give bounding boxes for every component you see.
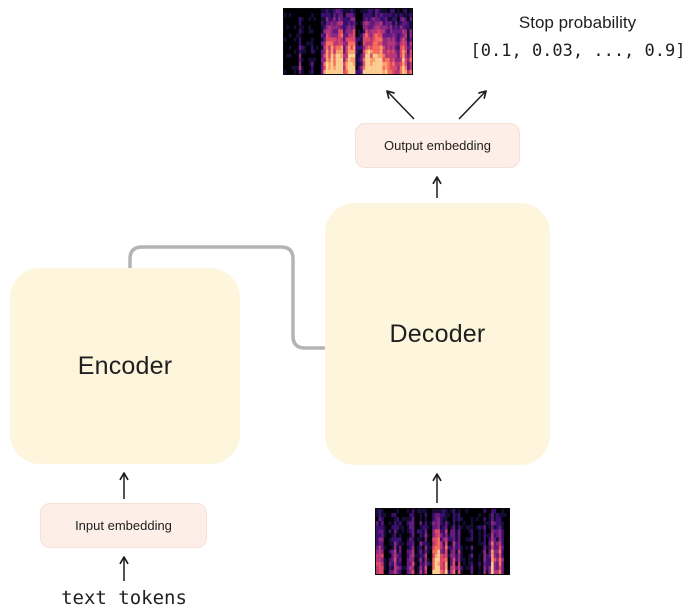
output-embedding-box: Output embedding <box>355 123 520 168</box>
output-embedding-label: Output embedding <box>384 138 491 153</box>
output-mel-spectrogram-image <box>283 8 413 75</box>
stop-probability-values: [0.1, 0.03, ..., 0.9] <box>470 41 686 61</box>
input-embedding-label: Input embedding <box>75 518 172 533</box>
stop-probability-title: Stop probability <box>518 13 637 32</box>
text-tokens-label: text tokens <box>61 587 187 609</box>
encoder-box: Encoder <box>10 268 240 464</box>
input-embedding-box: Input embedding <box>40 503 207 548</box>
input-mel-spectrogram-image <box>375 508 510 575</box>
mel-spectrogram-icon <box>376 509 509 574</box>
arrow-output-embedding-to-spectrogram <box>386 90 415 120</box>
encoder-to-decoder-connector <box>128 245 326 350</box>
decoder-label: Decoder <box>389 319 486 348</box>
arrow-output-embedding-to-stop-probability <box>458 90 487 120</box>
decoder-box: Decoder <box>325 203 550 465</box>
mel-spectrogram-icon <box>284 9 412 74</box>
encoder-label: Encoder <box>77 351 173 380</box>
